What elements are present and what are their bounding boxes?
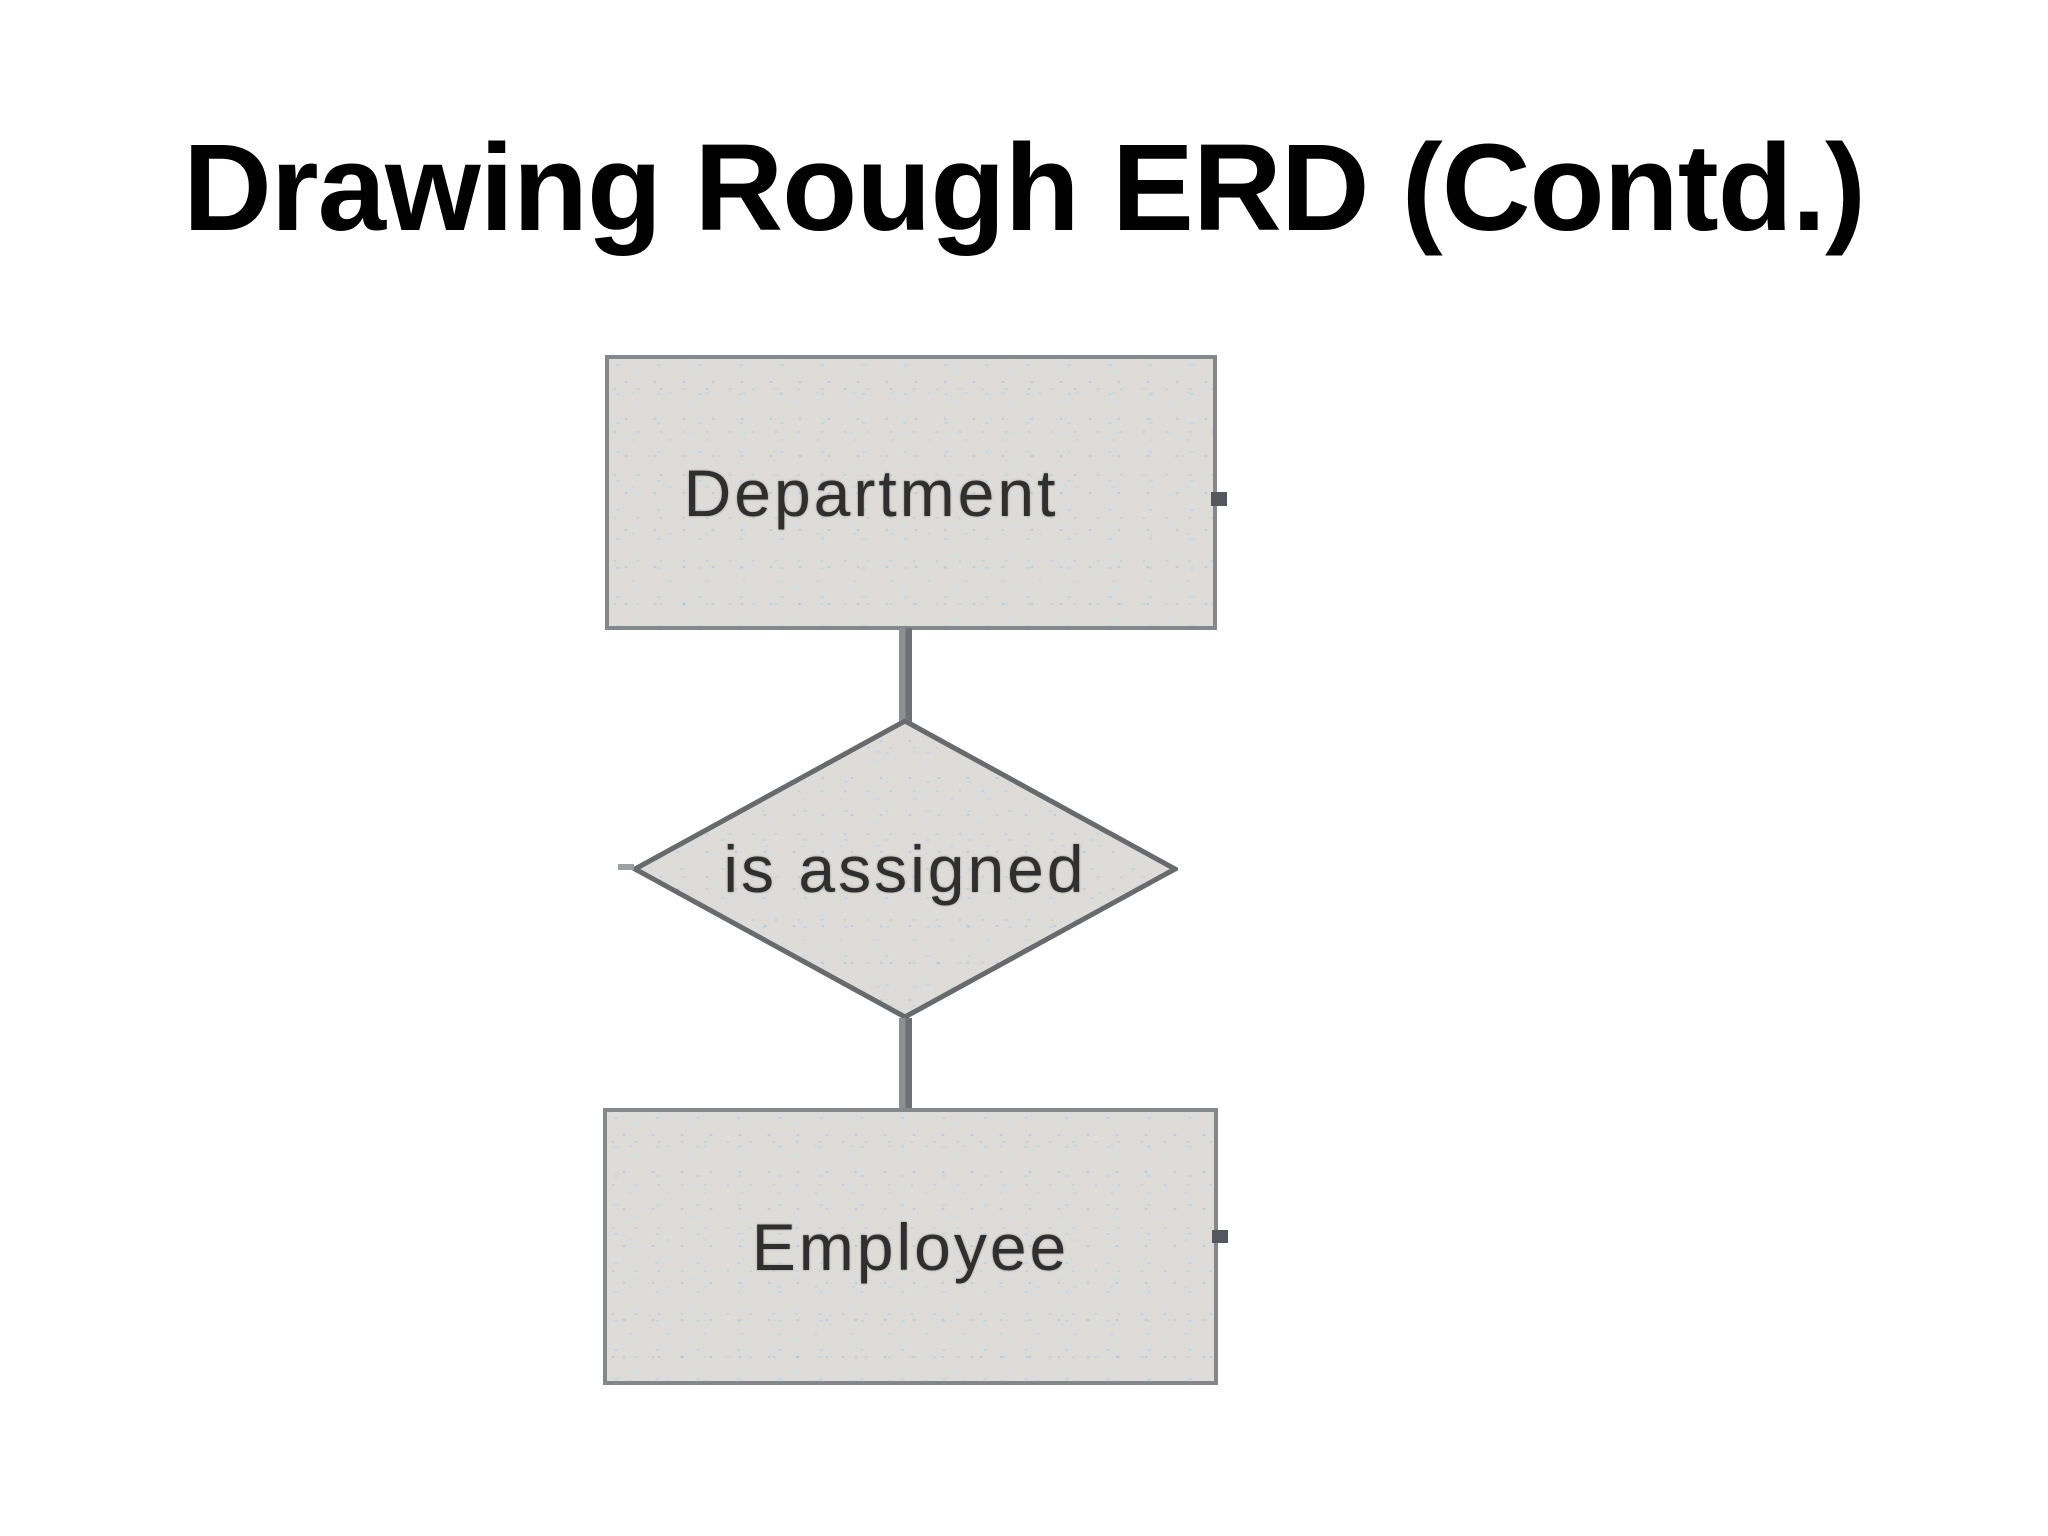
relationship-diamond-outline [632,718,1178,1020]
edge-artifact-department [1211,492,1227,506]
edge-artifact-diamond [618,864,634,870]
connector-department-relationship [899,628,912,723]
entity-employee-label: Employee [751,1209,1070,1284]
entity-employee: Employee [603,1108,1218,1385]
edge-artifact-employee [1212,1230,1228,1243]
connector-relationship-employee [899,1018,912,1112]
relationship-diamond: is assigned [632,718,1178,1020]
relationship-label: is assigned [723,832,1087,906]
slide-title: Drawing Rough ERD (Contd.) [182,120,1866,257]
entity-department: Department [605,355,1217,630]
entity-department-label: Department [683,455,1059,530]
